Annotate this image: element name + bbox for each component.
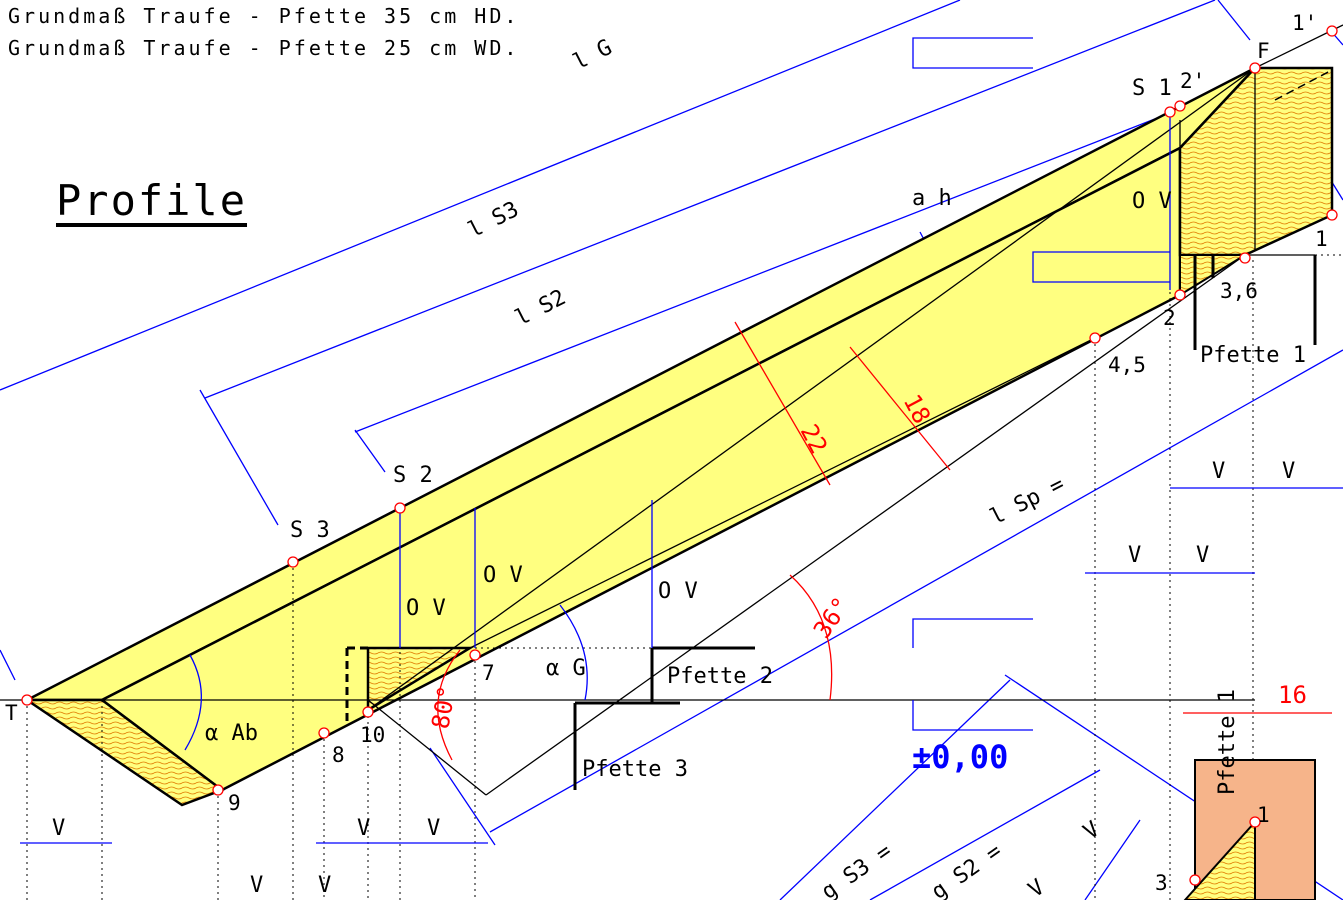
point-45: 4,5 <box>1108 353 1146 377</box>
label-v-9: V <box>1282 459 1295 484</box>
page-title: Profile <box>56 176 248 225</box>
point-9: 9 <box>228 791 241 815</box>
label-ah: a h <box>912 186 952 211</box>
point-36: 3,6 <box>1220 279 1258 303</box>
point-3-lower: 3 <box>1155 871 1168 895</box>
point-10: 10 <box>360 723 385 747</box>
label-v-2: V <box>357 816 370 841</box>
point-1-lower: 1 <box>1257 803 1270 827</box>
label-pfette3: Pfette 3 <box>582 757 688 782</box>
label-v-3: V <box>427 816 440 841</box>
label-lS2: l S2 <box>511 285 570 331</box>
red-dimensions <box>437 321 951 761</box>
point-2: 2 <box>1163 306 1176 330</box>
rafter-top-face <box>26 66 1256 702</box>
header-line-1: Grundmaß Traufe - Pfette 35 cm HD. <box>8 4 520 28</box>
label-v-7: V <box>1196 543 1209 568</box>
label-pfette1-vertical: Pfette 1 <box>1215 689 1240 795</box>
point-2p: 2' <box>1180 69 1205 93</box>
point-F: F <box>1257 39 1270 63</box>
label-lS3: l S3 <box>464 197 523 243</box>
point-1p: 1' <box>1292 11 1317 35</box>
label-v-1: V <box>52 816 65 841</box>
alpha-g-arc <box>559 604 588 701</box>
label-v-4: V <box>250 873 263 898</box>
point-7: 7 <box>482 661 495 685</box>
header-line-2: Grundmaß Traufe - Pfette 25 cm WD. <box>8 36 520 60</box>
label-lG: l G <box>569 35 616 75</box>
label-pfette1: Pfette 1 <box>1200 343 1306 368</box>
label-lSp: l Sp = <box>986 472 1068 530</box>
label-gS2: g S2 = <box>927 839 1006 900</box>
label-pfette2: Pfette 2 <box>667 664 773 689</box>
label-v-5: V <box>318 873 331 898</box>
reference-points <box>21 25 1338 886</box>
angle-36: 36° <box>808 592 856 644</box>
point-1: 1 <box>1315 227 1328 251</box>
construction-lines <box>0 24 1343 796</box>
purlin-outlines <box>345 69 1333 790</box>
alpha-ab-arc <box>184 654 203 751</box>
birdsmouth-cut <box>366 646 475 713</box>
label-v-8: V <box>1212 459 1225 484</box>
pfette1-rafter-cut <box>1183 819 1256 900</box>
vertical-dimensions <box>20 37 1343 844</box>
point-T: T <box>5 701 18 725</box>
label-ov-4: O V <box>658 579 698 604</box>
point-8: 8 <box>332 743 345 767</box>
label-alpha-g: α G <box>546 656 586 681</box>
label-gS3: g S3 = <box>817 839 896 900</box>
label-s1: S 1 <box>1132 76 1172 101</box>
slope-dimension-lines <box>0 0 1343 846</box>
label-v-10: V <box>1079 817 1104 845</box>
label-v-11: V <box>1024 875 1049 900</box>
label-v-6: V <box>1128 543 1141 568</box>
label-alpha-ab: α Ab <box>205 721 258 746</box>
label-ov-3: O V <box>406 596 446 621</box>
label-s3: S 3 <box>290 518 330 543</box>
projection-lines <box>26 112 1343 900</box>
rafter-side-face <box>99 145 1182 792</box>
label-s2: S 2 <box>393 463 433 488</box>
angle-80: 80° <box>426 683 461 731</box>
label-ov-1: O V <box>1132 189 1172 214</box>
dim-16: 16 <box>1278 681 1307 709</box>
label-ov-2: O V <box>483 563 523 588</box>
label-zero-level: ±0,00 <box>912 738 1008 776</box>
